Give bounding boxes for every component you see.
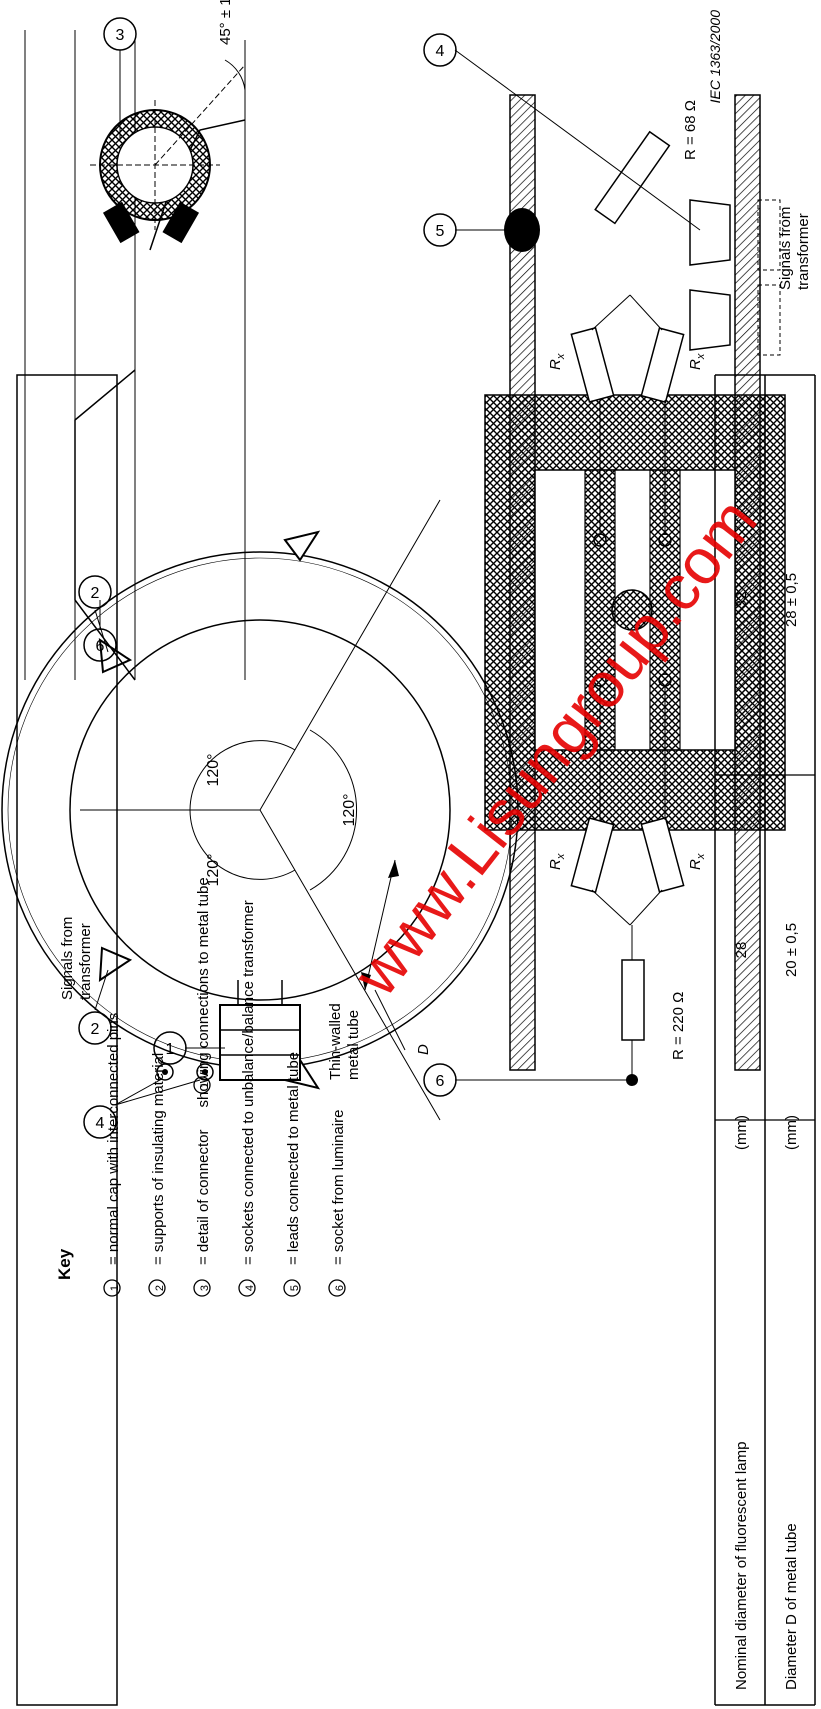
rx-sub: x xyxy=(555,353,567,360)
key-item-text: = socket from luminaire xyxy=(330,1110,347,1265)
table-row: Nominal diameter of fluorescent lamp (mm… xyxy=(733,592,750,1690)
table-row: Diameter D of metal tube (mm) 20 ± 0,5 2… xyxy=(783,573,800,1690)
key-item-text-part: = detail of connector xyxy=(195,1129,212,1265)
rx-sub: x xyxy=(555,853,567,860)
signals-label: Signals from transformer xyxy=(777,202,812,290)
diameter-table: Nominal diameter of fluorescent lamp (mm… xyxy=(714,374,816,1706)
left-view: 120° 120° 120° D Thin-walled metal tube xyxy=(1,499,519,1139)
angle-label: 120° xyxy=(341,793,358,826)
svg-text:4: 4 xyxy=(436,43,445,60)
key-heading: Key xyxy=(55,1248,74,1280)
rx-letter: R xyxy=(547,859,564,870)
svg-text:5: 5 xyxy=(289,1285,301,1291)
key-item-text: = supports of insulating material xyxy=(150,1053,167,1265)
table-label-text: Diameter D of metal tube xyxy=(783,1523,800,1690)
key-item-text-part: showing connections to metal tube xyxy=(195,877,212,1107)
svg-text:6: 6 xyxy=(96,638,105,655)
key-item: 3 = detail of connector showing connectio… xyxy=(193,877,212,1297)
svg-text:4: 4 xyxy=(244,1285,256,1291)
callout-2: 2 xyxy=(78,575,112,653)
rx-label: Rx xyxy=(687,853,707,870)
rx-label: Rx xyxy=(687,353,707,370)
key-item: 6 = socket from luminaire xyxy=(328,1110,347,1297)
svg-text:3: 3 xyxy=(199,1285,211,1291)
angle-45-label: 45° ± 1° xyxy=(217,0,234,45)
table-cell: 28 ± 0,5 xyxy=(783,573,800,627)
callout-4: 4 xyxy=(83,1105,117,1139)
svg-text:6: 6 xyxy=(334,1285,346,1291)
callout-1: 1 xyxy=(153,1031,225,1065)
rx-letter: R xyxy=(547,359,564,370)
svg-text:2: 2 xyxy=(91,585,100,602)
key-item: 4 = sockets connected to unbalance/balan… xyxy=(238,900,257,1297)
tube-label-line: Thin-walled xyxy=(327,1003,344,1080)
detail-view: 45° ± 1° IEC 1363/2000 3 6 xyxy=(24,0,723,681)
angle-label: 120° xyxy=(205,753,222,786)
metal-tube-circle xyxy=(69,619,451,1001)
resistor xyxy=(570,685,685,926)
r-68-label: R = 68 Ω xyxy=(682,100,699,160)
table-cell: 32 xyxy=(733,592,750,609)
signals-label-line: Signals from xyxy=(59,917,76,1000)
d-label: D xyxy=(415,1044,432,1055)
center-view: R = 220 Ω R = 68 Ω Rx Rx Rx Rx Signals f… xyxy=(423,33,812,1097)
svg-text:2: 2 xyxy=(91,1021,100,1038)
callout-4: 4 xyxy=(423,33,701,231)
resistor xyxy=(570,294,685,535)
normal-cap xyxy=(219,1004,301,1081)
signals-label-line: transformer xyxy=(795,213,812,290)
tube-label: Thin-walled metal tube xyxy=(327,999,362,1080)
angle-label: 120° xyxy=(205,853,222,886)
svg-text:1: 1 xyxy=(166,1041,175,1058)
diameter-table xyxy=(16,374,118,1706)
key-item-text: = normal cap with interconnected pins xyxy=(105,1013,122,1265)
callout-3: 3 xyxy=(103,17,137,140)
rx-sub: x xyxy=(695,353,707,360)
svg-text:1: 1 xyxy=(109,1285,121,1291)
signals-label-line: Signals from xyxy=(777,207,794,290)
signals-label: Signals from transformer xyxy=(59,912,94,1000)
key-item-text: = leads connected to metal tube xyxy=(285,1052,302,1265)
rx-letter: R xyxy=(687,859,704,870)
callout-6: 6 xyxy=(423,1063,626,1097)
rx-letter: R xyxy=(687,359,704,370)
signals-label-line: transformer xyxy=(77,923,94,1000)
table-label: Nominal diameter of fluorescent lamp xyxy=(733,1442,750,1690)
svg-text:6: 6 xyxy=(436,1073,445,1090)
key-legend: Key 1 = normal cap with interconnected p… xyxy=(55,877,347,1297)
rx-label: Rx xyxy=(547,853,567,870)
r-220-label: R = 220 Ω xyxy=(670,992,687,1060)
table-cell: 28 xyxy=(733,942,750,959)
key-item: 5 = leads connected to metal tube xyxy=(283,1052,302,1297)
key-item-text: = detail of connector showing connections… xyxy=(195,877,212,1265)
svg-text:5: 5 xyxy=(436,223,445,240)
table-cell: 20 ± 0,5 xyxy=(783,923,800,977)
table-unit: (mm) xyxy=(733,1115,750,1150)
insulating-support xyxy=(98,946,133,982)
callout-5: 5 xyxy=(423,213,505,247)
svg-text:4: 4 xyxy=(96,1115,105,1132)
table-label: Diameter D of metal tube xyxy=(783,1523,800,1690)
table-unit: (mm) xyxy=(783,1115,800,1150)
callout-6: 6 xyxy=(83,600,117,662)
tube-label-line: metal tube xyxy=(345,1010,362,1080)
svg-text:1: 1 xyxy=(199,1082,211,1088)
insulating-support xyxy=(283,530,321,562)
key-item: 1 = normal cap with interconnected pins xyxy=(103,1013,122,1297)
svg-text:3: 3 xyxy=(116,27,125,44)
svg-text:2: 2 xyxy=(154,1285,166,1291)
rx-sub: x xyxy=(695,853,707,860)
figure-ref: IEC 1363/2000 xyxy=(707,10,723,104)
key-item: 2 = supports of insulating material xyxy=(148,1053,167,1297)
rx-label: Rx xyxy=(547,353,567,370)
callout-2: 2 xyxy=(78,969,112,1045)
key-item-text: = sockets connected to unbalance/balance… xyxy=(240,900,257,1265)
